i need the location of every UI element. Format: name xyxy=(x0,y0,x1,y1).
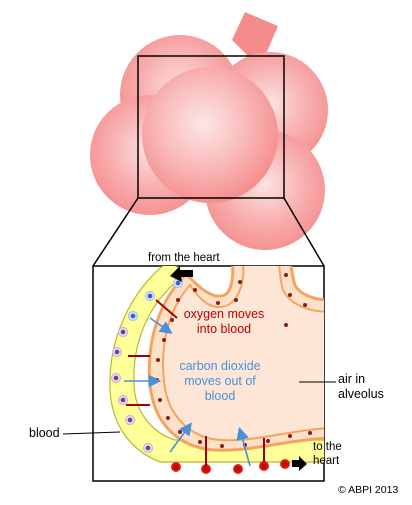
oxygen-label-line: into blood xyxy=(196,322,252,336)
oxygenated-cell xyxy=(201,464,211,474)
zoom-line-right xyxy=(283,197,325,267)
to-heart-label-line: heart xyxy=(313,455,340,467)
zoom-frame xyxy=(137,55,285,199)
blood-label: blood xyxy=(29,426,60,440)
co2-label-line: blood xyxy=(204,389,236,403)
zoom-line-left xyxy=(92,197,139,267)
air-space xyxy=(162,266,324,442)
from-heart-arrow xyxy=(170,266,193,282)
oxygen-lines xyxy=(126,299,265,466)
deoxygenated-cell xyxy=(111,373,121,383)
air-label-line: air in xyxy=(338,372,366,386)
deoxygenated-cell xyxy=(118,327,128,337)
deoxygenated-cell xyxy=(128,311,138,321)
co2-label-line: moves out of xyxy=(184,374,256,388)
copyright-label: © ABPI 2013 xyxy=(338,484,399,496)
alveolus-sphere xyxy=(142,67,278,203)
oxygenated-cell xyxy=(233,464,243,474)
deoxygenated-cell xyxy=(145,291,155,301)
to-heart-label: to the heart xyxy=(313,440,342,468)
oxygenated-cell xyxy=(280,459,290,469)
oxygenated-cell xyxy=(171,462,181,472)
deoxygenated-cell xyxy=(143,443,153,453)
oxygen-label: oxygen moves into blood xyxy=(182,307,266,337)
magnified-view xyxy=(62,265,336,482)
from-heart-label: from the heart xyxy=(148,252,220,264)
co2-label: carbon dioxide moves out of blood xyxy=(170,359,270,404)
air-label-line: alveolus xyxy=(338,387,384,401)
air-label: air in alveolus xyxy=(338,372,394,402)
oxygen-label-line: oxygen moves xyxy=(183,307,265,321)
bronchiole-tube xyxy=(232,12,278,68)
oxygenated-cell xyxy=(259,461,269,471)
blood-leader xyxy=(62,431,121,435)
deoxygenated-cell xyxy=(118,395,128,405)
to-heart-label-line: to the xyxy=(313,441,342,453)
co2-label-line: carbon dioxide xyxy=(179,359,261,373)
capillary xyxy=(109,266,324,463)
to-heart-arrow xyxy=(292,456,307,471)
alveoli-cluster xyxy=(90,12,328,267)
blood-cells xyxy=(111,278,290,474)
co2-arrows xyxy=(124,317,251,467)
deoxygenated-cell xyxy=(125,415,135,425)
deoxygenated-cell xyxy=(112,347,122,357)
